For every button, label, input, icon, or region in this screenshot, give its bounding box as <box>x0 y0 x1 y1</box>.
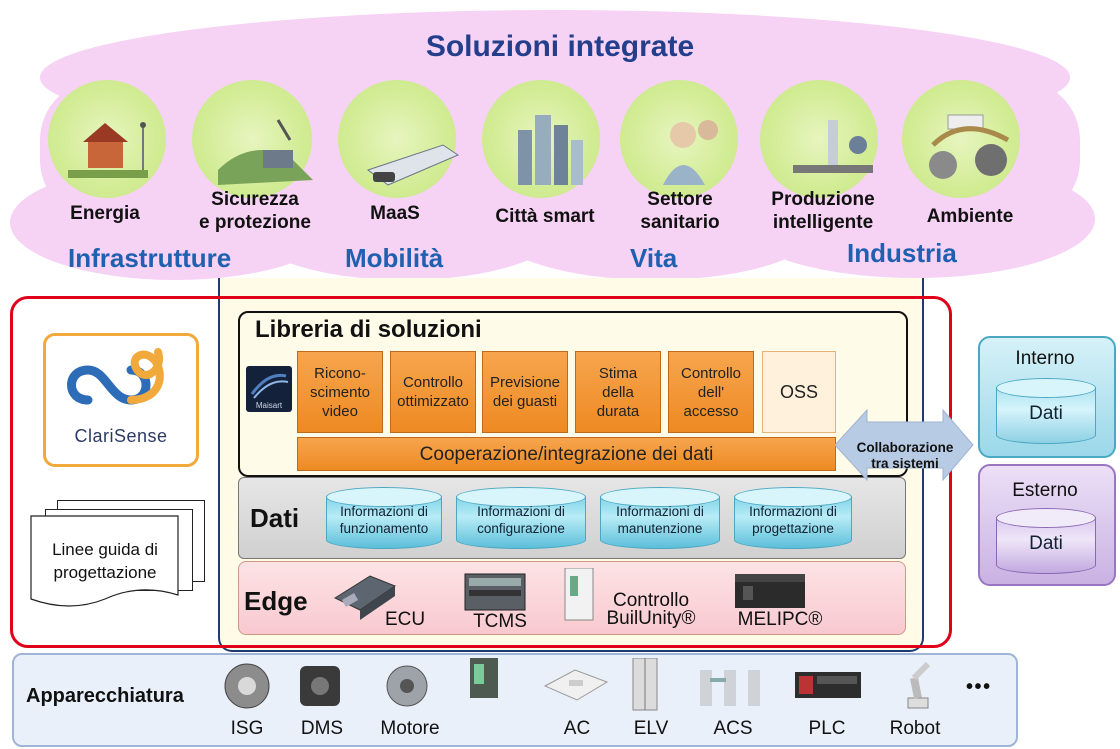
solution-label-energia: Energia <box>70 203 140 224</box>
environment-icon <box>902 80 1020 198</box>
solution-label-sanitario: Settore sanitario <box>640 189 720 233</box>
ecu-icon <box>333 575 397 620</box>
maisart-logo-text: Maisart <box>255 401 283 410</box>
data-cylinder-configurazione-label: Informazioni di configurazione <box>477 504 565 536</box>
external-system-title: Esterno <box>1012 480 1078 501</box>
builunity-controller-icon <box>564 568 594 621</box>
external-db-label: Dati <box>1029 533 1063 554</box>
module-controllo-ottimizzato: Controllo ottimizzato <box>390 351 476 433</box>
edge-device-builunity: Controllo BuilUnity® <box>606 590 696 629</box>
maisart-logo-icon <box>250 373 289 399</box>
equipment-elv: ELV <box>633 718 669 739</box>
external-db-cylinder: Dati <box>996 508 1096 574</box>
equipment-title: Apparecchiatura <box>26 685 184 707</box>
module-previsione-guasti: Previsione dei guasti <box>482 351 568 433</box>
module-stima-durata: Stima della durata <box>575 351 661 433</box>
category-industria: Industria <box>847 238 957 268</box>
collaboration-arrow-icon <box>835 408 974 482</box>
solution-library-title: Libreria di soluzioni <box>255 316 482 343</box>
guidelines-text: Linee guida di progettazione <box>52 540 158 582</box>
solution-label-citta: Città smart <box>495 206 595 227</box>
data-integration-bar: Cooperazione/integrazione dei dati <box>297 437 836 471</box>
equipment-dms: DMS <box>300 718 344 739</box>
module-controllo-accesso: Controllo dell' accesso <box>668 351 754 433</box>
motor-icon <box>386 665 428 707</box>
acs-gate-icon <box>700 670 760 706</box>
inverter-icon <box>470 658 498 698</box>
equipment-plc: PLC <box>808 718 846 739</box>
module-riconoscimento-video: Ricono- scimento video <box>297 351 383 433</box>
internal-system-title: Interno <box>1015 348 1075 369</box>
solution-pictograms <box>68 114 1010 186</box>
category-vita: Vita <box>630 243 678 273</box>
category-infrastrutture: Infrastrutture <box>68 243 232 273</box>
data-cylinder-progettazione-label: Informazioni di progettazione <box>749 504 837 536</box>
solution-label-maas: MaaS <box>370 203 420 224</box>
data-cylinder-manutenzione: Informazioni di manutenzione <box>600 487 720 549</box>
edge-device-tcms: TCMS <box>473 611 527 632</box>
solution-label-produzione: Produzione intelligente <box>771 189 875 233</box>
internal-db-cylinder: Dati <box>996 378 1096 444</box>
clarisense-logo-text: ClariSense <box>74 426 168 446</box>
data-layer-title: Dati <box>250 503 300 533</box>
elevator-icon <box>632 658 658 711</box>
equipment-isg: ISG <box>230 718 264 739</box>
category-mobilita: Mobilità <box>345 243 444 273</box>
edge-layer-title: Edge <box>244 586 308 616</box>
equipment-more-icon: • • • <box>966 676 990 698</box>
solution-label-sicurezza: Sicurezza e protezione <box>199 189 311 233</box>
guidelines-doc-front <box>30 515 179 607</box>
ac-icon <box>543 669 609 701</box>
module-oss: OSS <box>762 351 836 433</box>
edge-device-melipc: MELIPC® <box>737 609 823 630</box>
page-title: Soluzioni integrate <box>425 30 695 63</box>
equipment-ac: AC <box>563 718 591 739</box>
data-cylinder-progettazione: Informazioni di progettazione <box>734 487 852 549</box>
internal-db-label: Dati <box>1029 403 1063 424</box>
tcms-icon <box>464 573 526 611</box>
plc-icon <box>795 672 861 698</box>
edge-device-ecu: ECU <box>384 609 426 630</box>
clarisense-logo-mark-icon <box>67 348 164 405</box>
clarisense-logo: ClariSense <box>43 333 199 467</box>
data-cylinder-funzionamento-label: Informazioni di funzionamento <box>339 504 429 536</box>
data-cylinder-manutenzione-label: Informazioni di manutenzione <box>616 504 704 536</box>
edge-device-images <box>333 568 805 621</box>
equipment-acs: ACS <box>713 718 753 739</box>
melipc-icon <box>735 574 805 608</box>
dms-icon <box>300 666 340 706</box>
data-cylinder-configurazione: Informazioni di configurazione <box>456 487 586 549</box>
collaboration-label: Collaborazione tra sistemi <box>856 440 954 471</box>
equipment-motore: Motore <box>380 718 440 739</box>
isg-icon <box>224 663 270 709</box>
data-cylinder-funzionamento: Informazioni di funzionamento <box>326 487 442 549</box>
equipment-panel <box>12 653 1018 747</box>
maisart-logo: Maisart <box>246 366 292 412</box>
equipment-robot: Robot <box>889 718 941 739</box>
equipment-images <box>224 658 931 711</box>
robot-arm-icon <box>907 661 931 709</box>
solution-label-ambiente: Ambiente <box>926 206 1014 227</box>
